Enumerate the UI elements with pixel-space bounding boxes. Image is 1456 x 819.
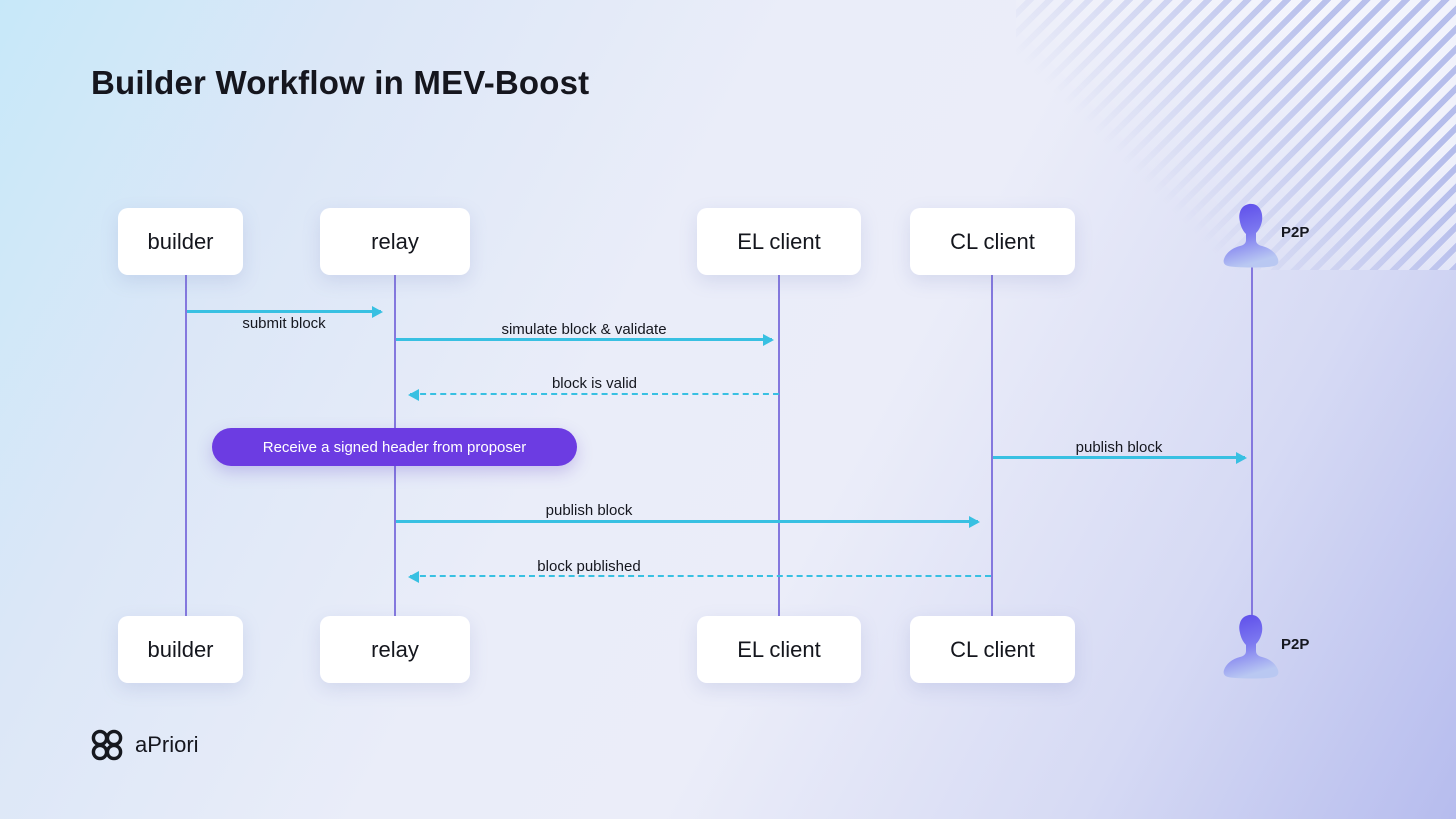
participant-label: relay <box>371 636 419 662</box>
arrow-line <box>396 338 772 341</box>
participant-box-cl-client-bottom: CL client <box>910 616 1075 683</box>
participant-box-el-client-top: EL client <box>697 208 861 275</box>
message-label-simulate-block: simulate block & validate <box>501 321 667 338</box>
participant-box-relay-bottom: relay <box>320 616 470 683</box>
message-label-block-is-valid: block is valid <box>551 375 638 392</box>
participant-box-builder-top: builder <box>118 208 243 275</box>
participant-label: relay <box>371 228 419 254</box>
arrowhead-right-icon <box>969 515 980 528</box>
person-silhouette-icon <box>1223 203 1279 268</box>
lifeline-cl-client <box>991 275 993 616</box>
message-label-block-published: block published <box>537 558 641 575</box>
participant-box-cl-client-top: CL client <box>910 208 1075 275</box>
message-label-submit-block: submit block <box>242 315 326 332</box>
note-label: Receive a signed header from proposer <box>262 438 527 456</box>
participant-label: EL client <box>737 228 821 254</box>
page-title: Builder Workflow in MEV-Boost <box>91 64 590 101</box>
arrowhead-left-icon <box>408 388 419 401</box>
participant-label: CL client <box>950 636 1035 662</box>
arrowhead-right-icon <box>763 333 774 346</box>
arrow-line <box>187 310 381 313</box>
note-receive-signed-header: Receive a signed header from proposer <box>212 428 577 466</box>
participant-label: CL client <box>950 228 1035 254</box>
arrowhead-right-icon <box>372 305 383 318</box>
participant-label: builder <box>147 636 214 662</box>
participant-label: EL client <box>737 636 821 662</box>
apriori-clover-icon <box>91 729 123 761</box>
lifeline-builder <box>185 275 187 616</box>
arrow-line <box>993 456 1245 459</box>
arrow-line <box>396 520 978 523</box>
person-silhouette-icon <box>1223 614 1279 679</box>
arrowhead-right-icon <box>1236 451 1247 464</box>
p2p-label-bottom: P2P <box>1281 636 1310 653</box>
participant-box-el-client-bottom: EL client <box>697 616 861 683</box>
arrow-line-dashed <box>410 393 779 395</box>
corner-stripes-decoration <box>1016 0 1456 270</box>
apriori-logo-text: aPriori <box>135 732 199 757</box>
participant-box-relay-top: relay <box>320 208 470 275</box>
participant-box-builder-bottom: builder <box>118 616 243 683</box>
apriori-logo: aPriori <box>88 727 199 763</box>
lifeline-p2p <box>1251 266 1253 616</box>
participant-label: builder <box>147 228 214 254</box>
message-label-publish-block-p2p: publish block <box>1075 439 1163 456</box>
message-label-publish-block: publish block <box>545 502 633 519</box>
lifeline-el-client <box>778 275 780 616</box>
arrow-line-dashed <box>410 575 991 577</box>
p2p-label-top: P2P <box>1281 224 1310 241</box>
arrowhead-left-icon <box>408 570 419 583</box>
